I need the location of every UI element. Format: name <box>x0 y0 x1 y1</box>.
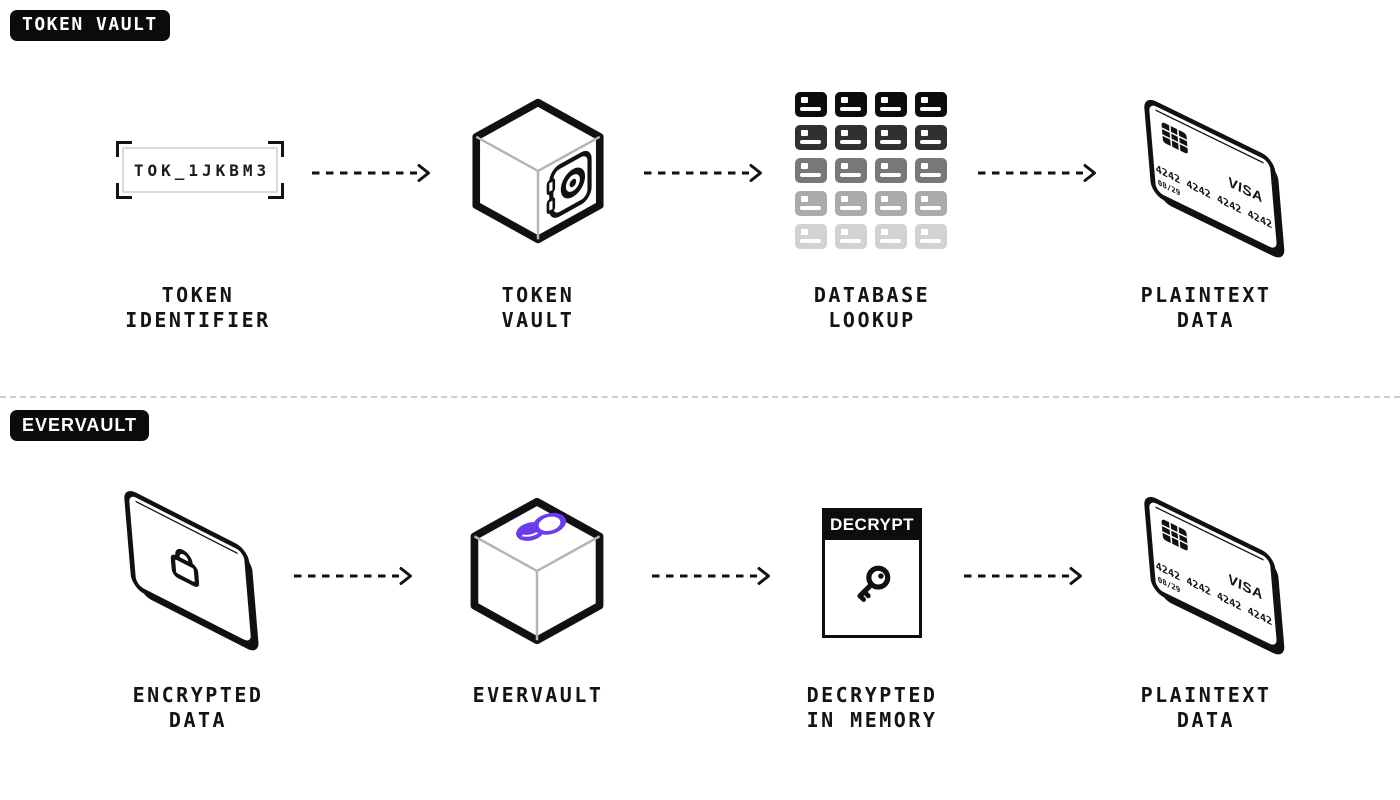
database-record-icon <box>795 191 827 216</box>
corner-bracket <box>116 141 132 157</box>
step-label: DATABASE LOOKUP <box>813 283 931 332</box>
vault-safe-icon <box>472 98 604 244</box>
step-label: PLAINTEXT DATA <box>1140 683 1272 732</box>
database-record-icon <box>795 158 827 183</box>
database-lookup-icon <box>795 92 947 249</box>
database-record-icon <box>915 125 947 150</box>
section-divider <box>0 396 1400 398</box>
credit-card-icon: VISA 4242 4242 4242 4242 08/29 <box>1144 496 1285 655</box>
step-label: TOKEN IDENTIFIER <box>125 283 271 332</box>
step-label: ENCRYPTED DATA <box>132 683 264 732</box>
flow-arrow <box>964 567 1082 585</box>
safe-door <box>546 150 592 218</box>
database-record-icon <box>875 191 907 216</box>
flow-arrow <box>294 567 412 585</box>
decrypt-header: DECRYPT <box>825 511 919 540</box>
evervault-logo <box>516 512 567 541</box>
database-record-icon <box>795 92 827 117</box>
encrypted-card-icon <box>124 491 259 651</box>
database-record-icon <box>915 224 947 249</box>
step-label: DECRYPTED IN MEMORY <box>806 683 938 732</box>
database-record-icon <box>915 92 947 117</box>
corner-bracket <box>116 183 132 199</box>
database-record-icon <box>795 224 827 249</box>
database-record-icon <box>915 158 947 183</box>
database-record-icon <box>835 191 867 216</box>
step-label: PLAINTEXT DATA <box>1140 283 1272 332</box>
token-identifier-box: TOK_1JKBM3 <box>116 141 284 199</box>
database-record-icon <box>795 125 827 150</box>
credit-card-icon: VISA 4242 4242 4242 4242 08/29 <box>1144 99 1285 258</box>
flow-arrow <box>644 164 762 182</box>
database-record-icon <box>915 191 947 216</box>
flow-arrow <box>978 164 1096 182</box>
flow-arrow <box>652 567 770 585</box>
step-label: EVERVAULT <box>472 683 604 707</box>
safe-hinge <box>546 178 556 195</box>
decrypt-box: DECRYPT <box>822 508 922 638</box>
database-record-icon <box>875 224 907 249</box>
safe-hinge <box>546 197 556 214</box>
badge-evervault: EVERVAULT <box>10 410 150 441</box>
badge-token-vault: TOKEN VAULT <box>10 10 170 41</box>
corner-bracket <box>268 141 284 157</box>
database-record-icon <box>835 224 867 249</box>
card-chip <box>1161 122 1188 154</box>
database-record-icon <box>875 158 907 183</box>
padlock-icon <box>170 548 200 587</box>
key-icon <box>857 565 891 602</box>
card-chip <box>1161 519 1188 551</box>
evervault-cube-icon <box>470 497 604 645</box>
database-record-icon <box>835 125 867 150</box>
token-identifier-value: TOK_1JKBM3 <box>133 160 271 180</box>
database-record-icon <box>875 92 907 117</box>
database-record-icon <box>835 158 867 183</box>
corner-bracket <box>268 183 284 199</box>
database-record-icon <box>875 125 907 150</box>
step-label: TOKEN VAULT <box>501 283 575 332</box>
flow-arrow <box>312 164 430 182</box>
database-record-icon <box>835 92 867 117</box>
